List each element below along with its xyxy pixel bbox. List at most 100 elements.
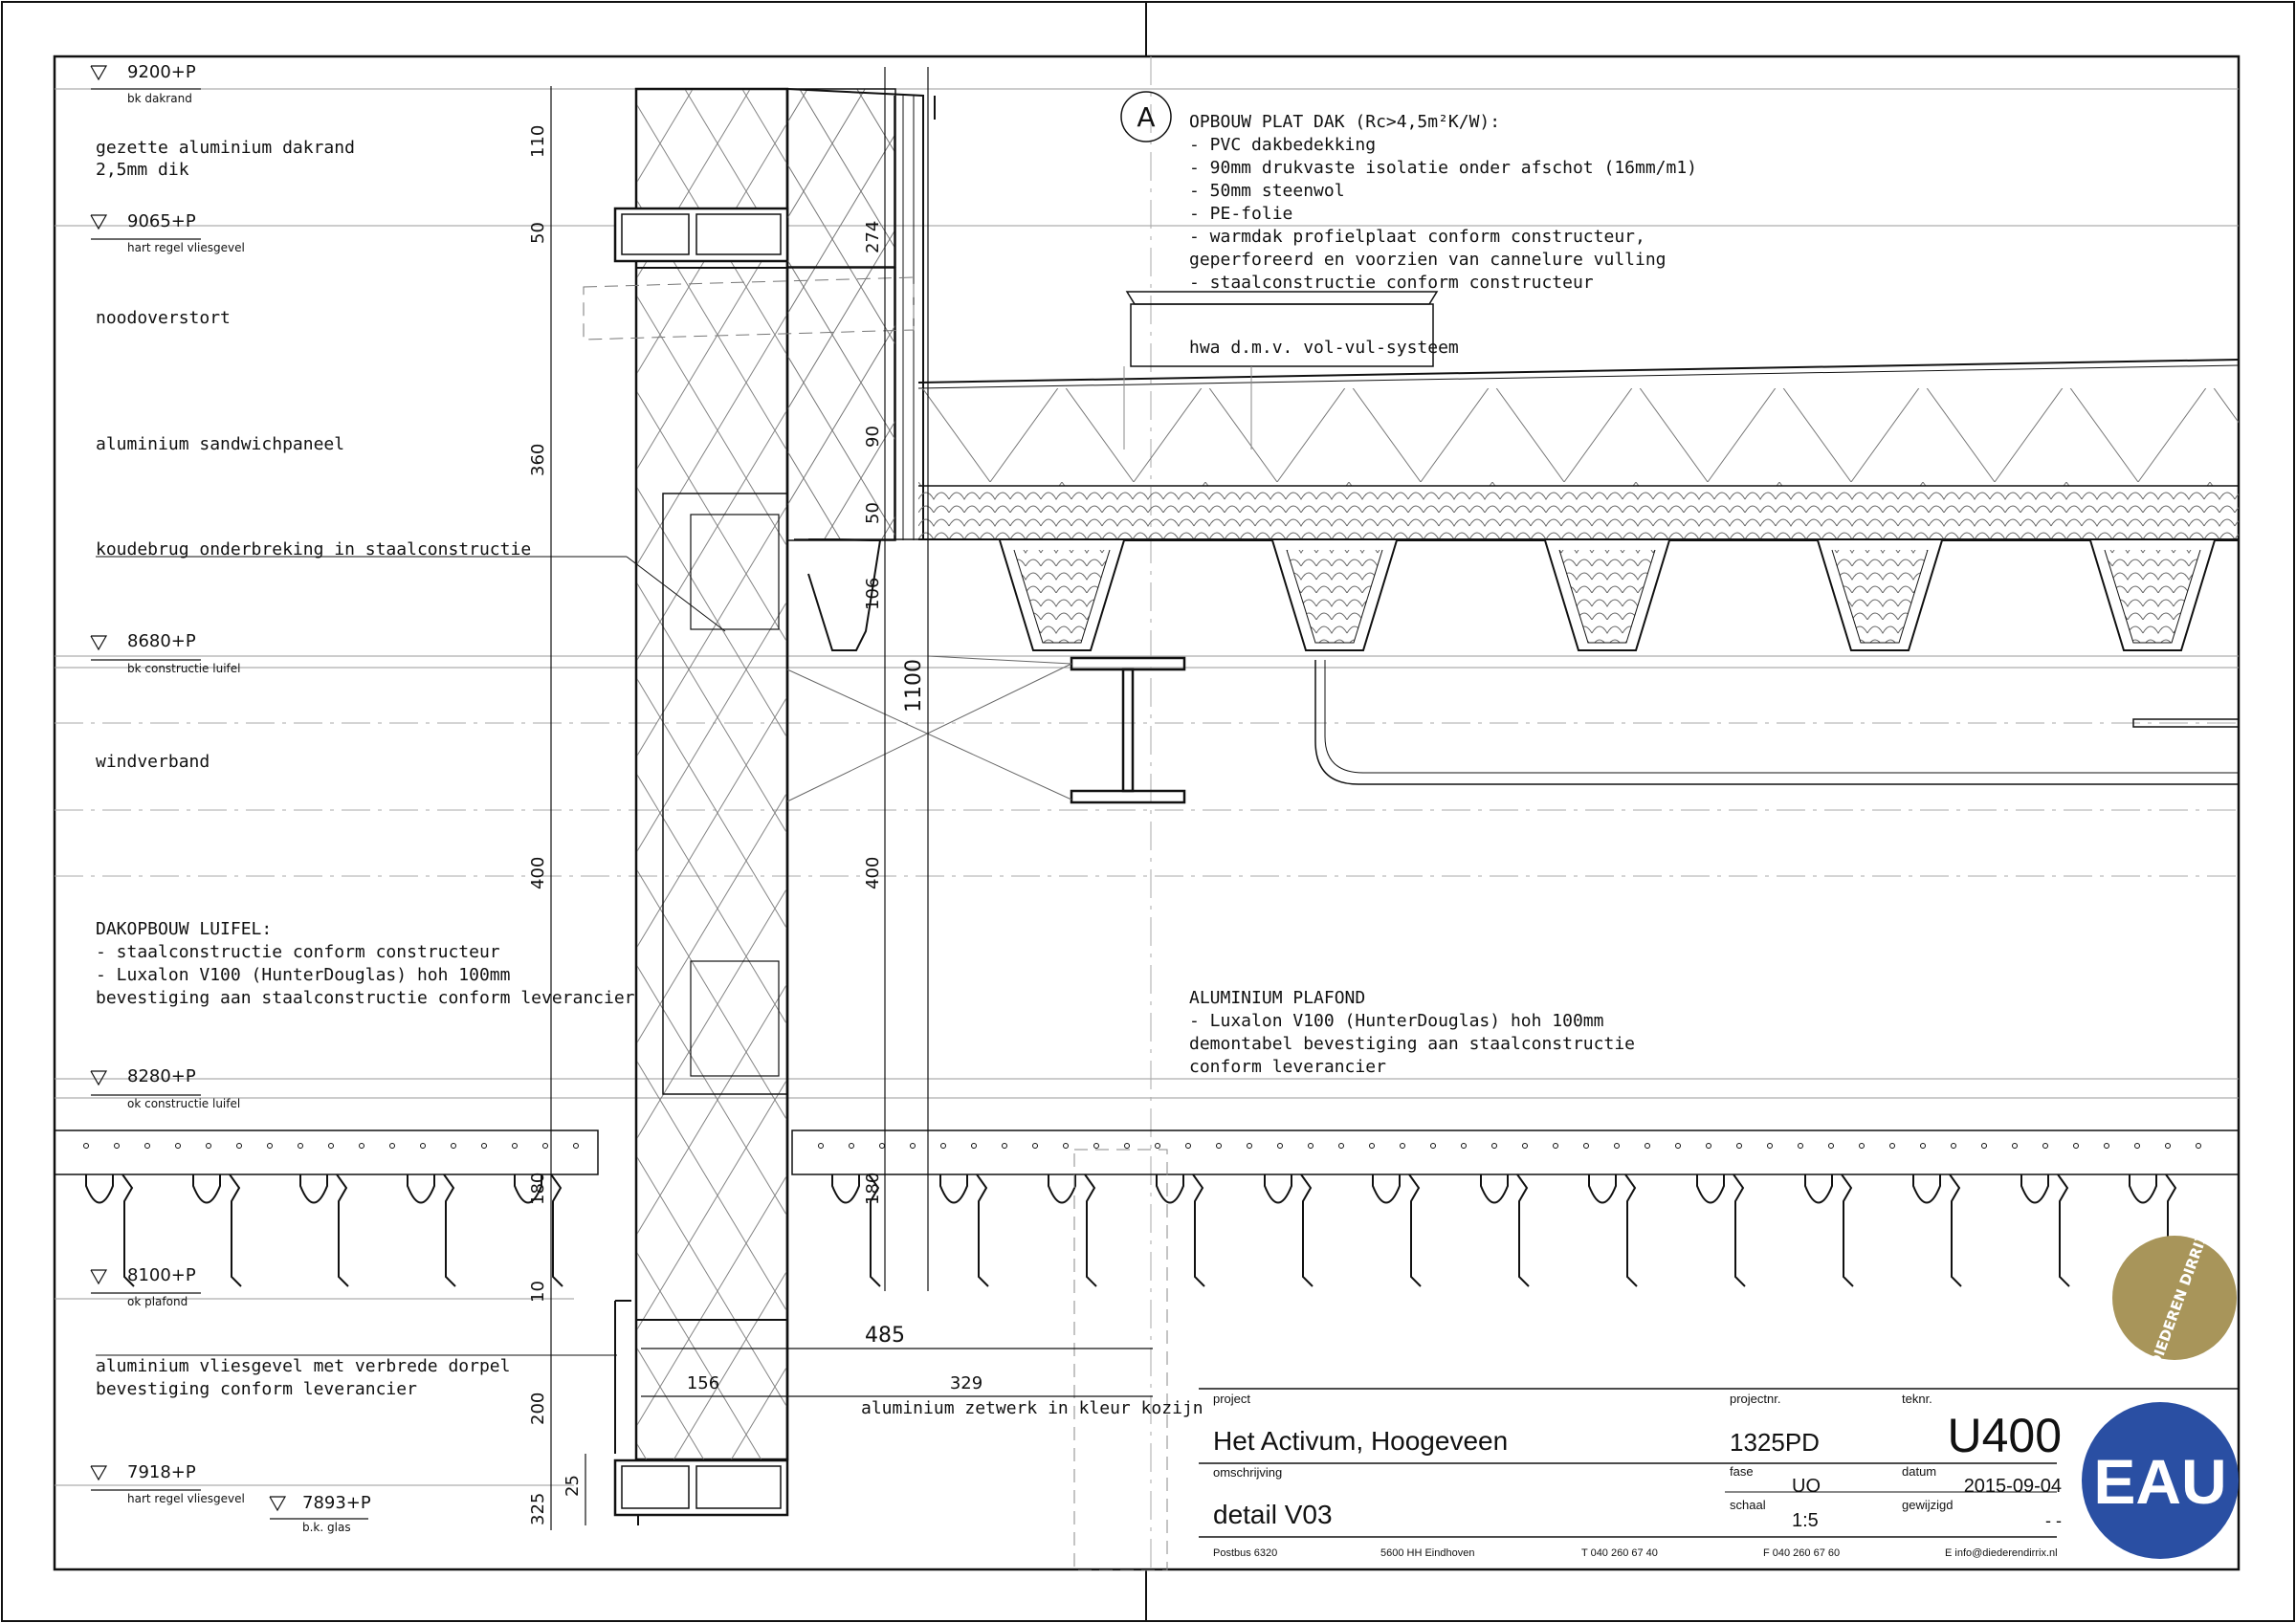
perforation-hole [818, 1143, 824, 1149]
tb-postbus: Postbus 6320 [1213, 1547, 1277, 1559]
tb-tel: T 040 260 67 40 [1581, 1547, 1658, 1559]
tb-city: 5600 HH Eindhoven [1380, 1547, 1474, 1559]
perforation-hole [328, 1143, 334, 1149]
level-7893-label: b.k. glas [302, 1521, 351, 1534]
dimension-lines [550, 67, 1153, 1530]
note-vliesgevel-1: aluminium vliesgevel met verbrede dorpel [96, 1356, 510, 1376]
perforation-hole [1767, 1143, 1773, 1149]
level-7918-label: hart regel vliesgevel [127, 1492, 245, 1505]
note-dak-6: geperforeerd en voorzien van cannelure v… [1189, 250, 1667, 270]
dim-156: 156 [687, 1373, 719, 1393]
perforation-hole [267, 1143, 273, 1149]
perforation-hole [1859, 1143, 1865, 1149]
tb-project-label: project [1213, 1392, 1250, 1406]
perforation-hole [1124, 1143, 1130, 1149]
level-8100-label: ok plafond [127, 1295, 188, 1308]
note-dakrand-2: 2,5mm dik [96, 160, 189, 180]
level-8100-value: 8100+P [127, 1265, 196, 1285]
tb-omschrijving: detail V03 [1213, 1500, 1333, 1529]
perforation-hole [1981, 1143, 1987, 1149]
ceiling-slat [831, 1173, 881, 1287]
ceiling-slat [407, 1173, 456, 1287]
level-9065-label: hart regel vliesgevel [127, 241, 245, 254]
level-8280-label: ok constructie luifel [127, 1097, 240, 1110]
seal-circle [2112, 1236, 2237, 1360]
ceiling-slat [85, 1173, 135, 1287]
leader-lines [96, 556, 726, 1356]
ceiling-slat [299, 1173, 349, 1287]
note-plafond-2: demontabel bevestiging aan staalconstruc… [1189, 1034, 1635, 1054]
note-dak-3: - 50mm steenwol [1189, 181, 1345, 201]
perforation-hole [1216, 1143, 1222, 1149]
note-luifel-title: DAKOPBOUW LUIFEL: [96, 919, 272, 939]
ceiling [54, 1130, 2240, 1571]
dim-360: 360 [528, 444, 548, 476]
level-9200-label: bk dakrand [127, 92, 192, 105]
level-7893-value: 7893+P [302, 1493, 371, 1513]
tb-gewijzigd-label: gewijzigd [1902, 1498, 1953, 1512]
ceiling-slat [1588, 1173, 1638, 1287]
ceiling-slat [1156, 1173, 1205, 1287]
perforation-hole [1369, 1143, 1375, 1149]
perforation-hole [1736, 1143, 1742, 1149]
note-plafond-1: - Luxalon V100 (HunterDouglas) hoh 100mm [1189, 1011, 1603, 1031]
ceiling-slat [1480, 1173, 1530, 1287]
level-9200-value: 9200+P [127, 62, 196, 82]
ceiling-slat [1912, 1173, 1962, 1287]
dim-50b: 50 [863, 502, 883, 524]
tb-projectnr-label: projectnr. [1730, 1392, 1780, 1406]
note-sandwich: aluminium sandwichpaneel [96, 434, 344, 454]
perforation-hole [1706, 1143, 1711, 1149]
perforation-hole [1002, 1143, 1007, 1149]
perforation-hole [236, 1143, 242, 1149]
perforation-hole [2134, 1143, 2140, 1149]
perforation-hole [359, 1143, 364, 1149]
perforation-hole [1308, 1143, 1314, 1149]
level-markers [90, 65, 368, 1520]
perforation-hole [1920, 1143, 1926, 1149]
perforation-hole [1247, 1143, 1252, 1149]
dim-50a: 50 [528, 222, 548, 244]
perforation-hole [1093, 1143, 1099, 1149]
perforation-hole [940, 1143, 946, 1149]
perforation-hole [1185, 1143, 1191, 1149]
perforation-hole [298, 1143, 303, 1149]
perforation-hole [1614, 1143, 1620, 1149]
dakrand [583, 88, 936, 541]
note-luifel-3: bevestiging aan staalconstructie conform… [96, 988, 635, 1008]
perforation-hole [573, 1143, 579, 1149]
ceiling-slat [939, 1173, 989, 1287]
ceiling-slat [1372, 1173, 1422, 1287]
perforation-hole [542, 1143, 548, 1149]
note-plafond-3: conform leverancier [1189, 1057, 1386, 1077]
tb-teknr: U400 [1947, 1409, 2062, 1462]
dim-1100: 1100 [902, 659, 926, 713]
perforation-hole [2196, 1143, 2201, 1149]
level-lines [55, 88, 2239, 1486]
perforation-hole [2042, 1143, 2048, 1149]
tb-fax: F 040 260 67 60 [1763, 1547, 1840, 1559]
roof-buildup [794, 291, 2240, 651]
perforation-hole [2012, 1143, 2018, 1149]
dim-400a: 400 [528, 857, 548, 889]
perforation-hole [879, 1143, 885, 1149]
note-windverband: windverband [96, 752, 210, 772]
perforation-hole [1889, 1143, 1895, 1149]
ceiling-slat [2020, 1173, 2070, 1287]
perforation-hole [1430, 1143, 1436, 1149]
perforation-hole [1491, 1143, 1497, 1149]
tb-teknr-label: teknr. [1902, 1392, 1932, 1406]
perforation-hole [971, 1143, 977, 1149]
ceiling-slat [1696, 1173, 1746, 1287]
ceiling-slat [514, 1173, 563, 1287]
perforation-hole [420, 1143, 426, 1149]
tb-fase: UO [1792, 1476, 1821, 1497]
dim-329: 329 [950, 1373, 982, 1393]
dim-106: 106 [863, 578, 883, 610]
perforation-hole [114, 1143, 120, 1149]
level-9065-value: 9065+P [127, 211, 196, 231]
perforation-hole [144, 1143, 150, 1149]
perforation-hole [1338, 1143, 1344, 1149]
